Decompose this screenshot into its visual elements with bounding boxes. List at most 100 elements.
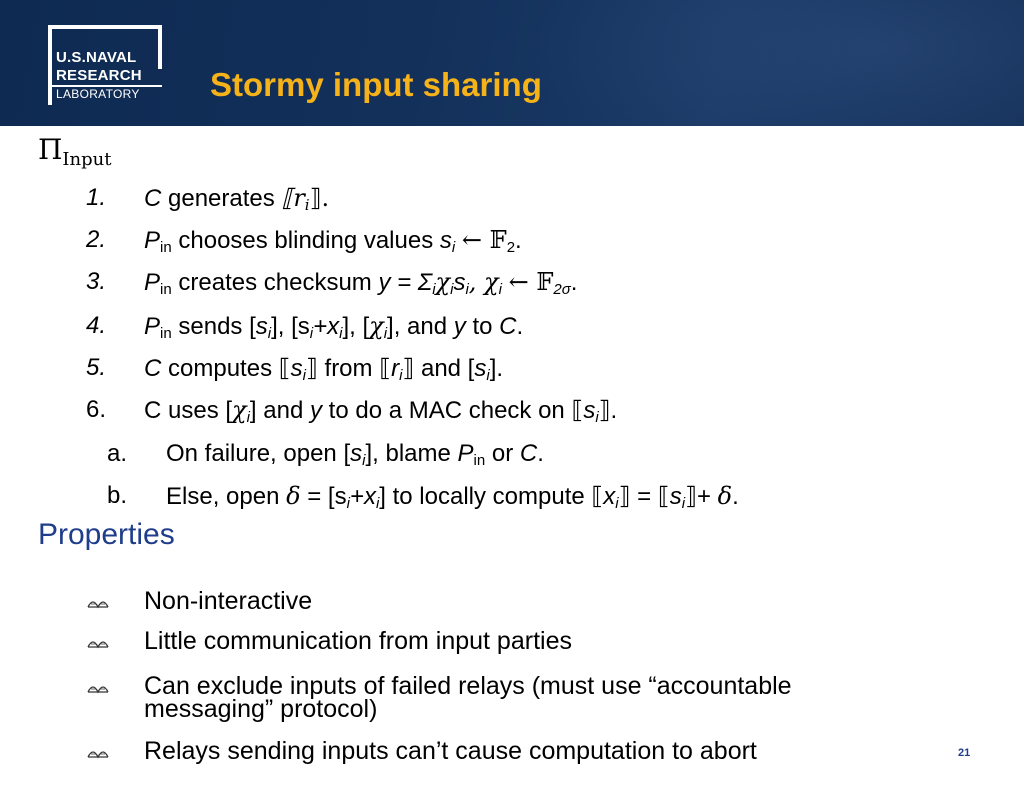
step-text: Pin chooses blinding values si ← 𝔽2. xyxy=(144,226,522,256)
math: ← 𝔽 xyxy=(461,226,507,254)
text: + xyxy=(349,483,364,510)
step-text: C generates ⟦ri⟧. xyxy=(144,184,329,214)
sub: in xyxy=(160,239,172,256)
logo-frame-left xyxy=(48,25,52,105)
logo-line-3: LABORATORY xyxy=(56,87,140,101)
sub: i xyxy=(302,367,306,384)
sub: 2 xyxy=(506,239,516,256)
text: . xyxy=(515,227,522,254)
pi-symbol: Π xyxy=(38,133,63,166)
text: . xyxy=(570,269,578,296)
math: ← 𝔽 xyxy=(508,268,554,296)
var: s xyxy=(474,355,487,382)
text: On failure, open [ xyxy=(166,440,351,467)
text: ]. xyxy=(489,355,504,382)
text: ], [ xyxy=(342,313,370,340)
chi: χ xyxy=(232,396,247,424)
header-highlight xyxy=(520,0,1024,126)
sub: i xyxy=(246,409,250,426)
sub: i xyxy=(399,367,403,384)
text: C uses [ xyxy=(144,397,233,424)
chi: χ xyxy=(369,312,384,340)
text: chooses blinding values xyxy=(178,227,434,254)
sub: i xyxy=(498,281,502,298)
sub: i xyxy=(304,196,310,214)
pi-subscript: Input xyxy=(62,149,112,170)
nrl-logo: U.S.NAVAL RESEARCH LABORATORY xyxy=(48,25,162,105)
sub: i xyxy=(451,239,456,256)
var: x xyxy=(603,483,616,510)
sub: 2σ xyxy=(553,281,571,298)
property-text-continued: messaging” protocol) xyxy=(144,695,378,723)
sub: i xyxy=(486,367,490,384)
logo-line-1: U.S.NAVAL xyxy=(56,49,137,66)
chi: , χ xyxy=(468,268,499,296)
sub: i xyxy=(339,325,343,342)
text: ⟧+ xyxy=(685,483,711,510)
text: Else, open xyxy=(166,483,280,510)
open-book-icon xyxy=(87,686,109,694)
step-text: Pin creates checksum y = Σiχisi, χi ← 𝔽2… xyxy=(144,268,577,298)
math: ⟦ri⟧. xyxy=(281,184,330,214)
sub: i xyxy=(375,495,380,512)
party-p: P xyxy=(144,227,161,254)
text: . xyxy=(537,440,544,467)
text: ], blame xyxy=(365,440,451,467)
delta: δ xyxy=(286,482,301,510)
logo-frame-right xyxy=(158,25,162,69)
protocol-name: ΠInput xyxy=(38,133,111,170)
text: to do a MAC check on ⟦ xyxy=(328,397,584,424)
party-c: C xyxy=(144,355,162,382)
sub: i xyxy=(450,281,454,298)
math: y = Σ xyxy=(378,269,433,296)
sub: i xyxy=(681,495,686,512)
party-c: C xyxy=(499,313,517,340)
open-book-icon xyxy=(87,641,109,649)
text: generates xyxy=(168,185,275,212)
sub: in xyxy=(473,452,486,469)
substep-text: Else, open δ = [si+xi] to locally comput… xyxy=(166,482,739,512)
sub: i xyxy=(615,495,619,512)
substep-text: On failure, open [si], blame Pin or C. xyxy=(166,440,544,469)
bracket: ⟧. xyxy=(309,184,330,212)
text: ⟧ from ⟦ xyxy=(305,355,392,382)
header-banner: U.S.NAVAL RESEARCH LABORATORY Stormy inp… xyxy=(0,0,1024,126)
properties-heading: Properties xyxy=(38,518,175,551)
step-number: 6. xyxy=(86,396,107,423)
logo-divider xyxy=(48,85,162,87)
text: ], and xyxy=(387,313,448,340)
text: creates checksum xyxy=(178,269,372,296)
sub: in xyxy=(160,325,172,342)
var: s xyxy=(255,313,268,340)
delta: δ xyxy=(717,482,733,510)
text: . xyxy=(516,313,524,340)
property-text: Little communication from input parties xyxy=(144,627,572,655)
party-p: P xyxy=(144,269,161,296)
var: s xyxy=(669,483,682,510)
substep-label: b. xyxy=(107,482,128,509)
text: ] to locally compute ⟦ xyxy=(379,483,604,510)
step-text: Pin sends [si], [si+xi], [χi], and y to … xyxy=(144,312,523,342)
sub: i xyxy=(267,325,272,342)
substep-label: a. xyxy=(107,440,128,467)
step-number: 4. xyxy=(86,312,107,339)
var: x xyxy=(327,313,340,340)
property-text: Non-interactive xyxy=(144,587,313,615)
open-book-icon xyxy=(87,601,109,609)
text: ⟧ and [ xyxy=(402,355,475,382)
party-p: P xyxy=(457,440,474,467)
step-number: 2. xyxy=(86,226,107,253)
page-number: 21 xyxy=(958,747,971,759)
text: ], [s xyxy=(271,313,310,340)
step-text: C computes ⟦si⟧ from ⟦ri⟧ and [si]. xyxy=(144,354,503,384)
sub: i xyxy=(432,281,436,298)
var: s xyxy=(290,355,303,382)
var: s xyxy=(439,227,452,254)
party-p: P xyxy=(144,313,161,340)
sub: i xyxy=(465,281,469,298)
var: y xyxy=(309,397,322,424)
var: ⟦r xyxy=(281,184,305,212)
step-text: C uses [χi] and y to do a MAC check on ⟦… xyxy=(144,396,617,426)
var: s xyxy=(453,269,466,296)
property-text: Can exclude inputs of failed relays (mus… xyxy=(144,672,792,700)
